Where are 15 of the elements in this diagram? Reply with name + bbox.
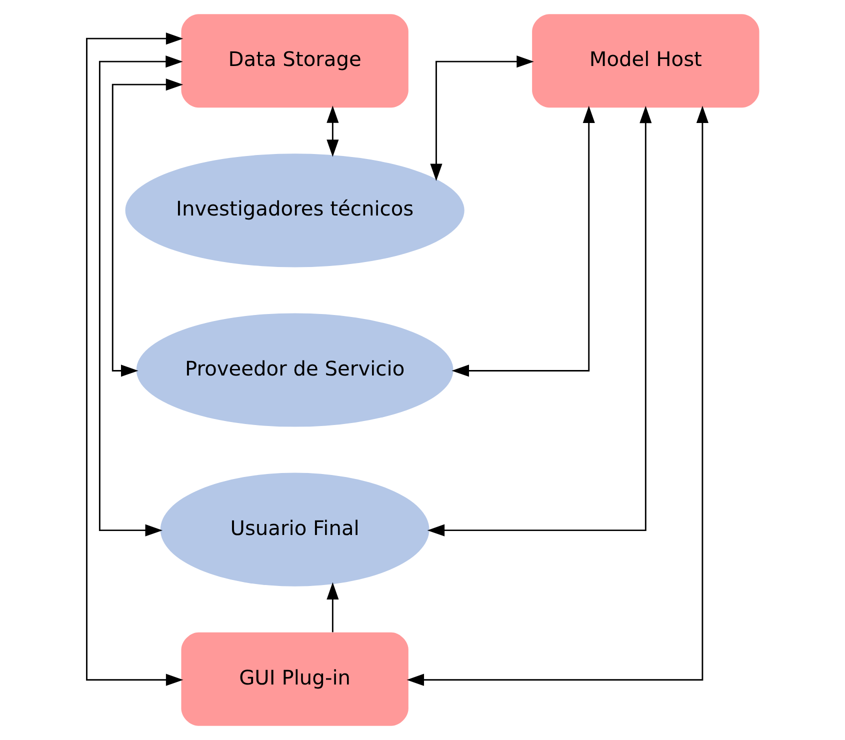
node-ellipse: Investigadores técnicos (124, 154, 464, 268)
node-ellipse: Usuario Final (160, 472, 429, 586)
arrow (326, 106, 338, 157)
arrow (406, 106, 708, 686)
node-ellipse: Proveedor de Servicio (136, 313, 453, 427)
arrow (430, 56, 534, 182)
arrow (98, 56, 182, 536)
node-box: Data Storage (180, 14, 408, 108)
node-box: GUI Plug-in (180, 632, 408, 726)
arrow (451, 106, 594, 377)
arrow (111, 78, 183, 377)
arrow (426, 106, 652, 536)
node-box: Model Host (532, 14, 759, 108)
arrow (86, 32, 183, 686)
arrow (326, 582, 338, 632)
